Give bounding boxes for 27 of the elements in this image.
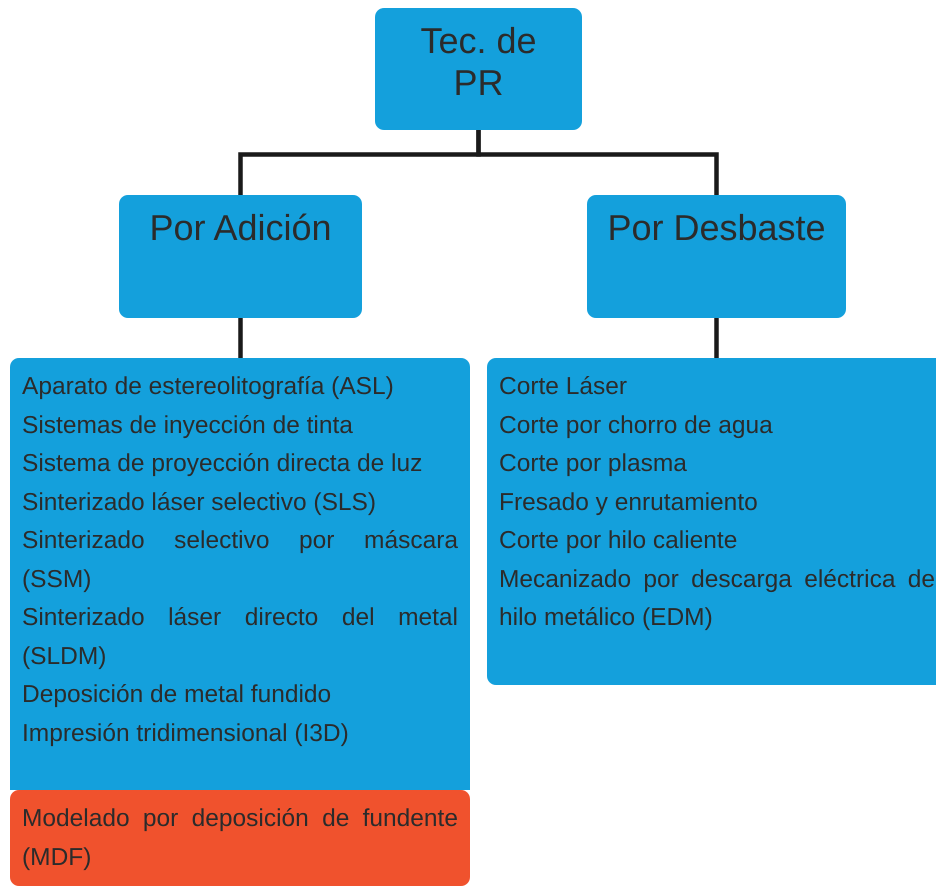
list-item: Sinterizado láser selectivo (SLS) <box>22 488 378 518</box>
list-panel <box>10 358 470 790</box>
list-panel <box>487 358 936 685</box>
list-item: Corte por chorro de agua <box>499 410 774 440</box>
list-item: Sinterizado selectivo por máscara (SSM) <box>22 526 458 594</box>
list-item: Corte Láser <box>499 372 628 402</box>
heading-text: Por Desbaste <box>606 207 827 249</box>
list-item: Fresado y enrutamiento <box>499 488 759 518</box>
connector-line <box>714 318 719 358</box>
list-item: Sinterizado láser directo del metal (SLDM) <box>22 603 458 672</box>
list-item: Impresión tridimensional (I3D) <box>22 718 350 748</box>
list-item: Corte por plasma <box>499 449 688 479</box>
category-box <box>587 195 846 318</box>
list-item: Deposición de metal fundido <box>22 680 332 710</box>
highlight-panel <box>10 790 470 886</box>
connector-line <box>238 318 243 358</box>
list-item: Mecanizado por descarga eléctrica de hilo metálico (EDM) <box>499 564 935 633</box>
heading-text: Por Adición <box>148 207 333 249</box>
list-item: Aparato de estereolitografía (ASL) <box>22 372 395 402</box>
list-item: Corte por hilo caliente <box>499 526 738 556</box>
list-item: Modelado por deposición de fundente (MDF) <box>22 804 458 872</box>
list-item: Sistemas de inyección de tinta <box>22 410 354 440</box>
root-box <box>375 8 582 130</box>
connector-line <box>476 130 719 195</box>
category-box <box>119 195 362 318</box>
heading-text: Tec. de PR <box>419 20 538 104</box>
list-item: Sistema de proyección directa de luz <box>22 449 424 479</box>
